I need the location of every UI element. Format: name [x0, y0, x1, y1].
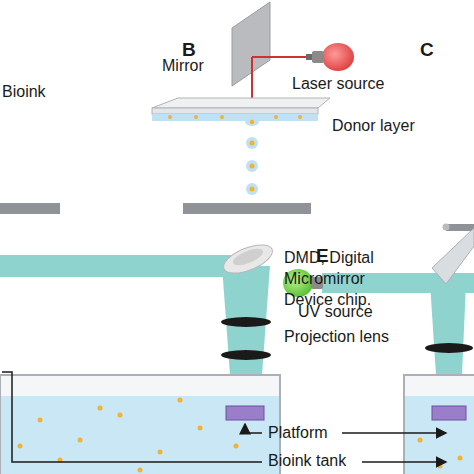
part-label: Donor layer [332, 116, 415, 137]
panel-letter: C [420, 38, 434, 63]
part-label: UV source [298, 302, 373, 323]
part-label: Projection lens [284, 327, 389, 348]
panel-letter: E [316, 244, 329, 269]
part-label: Bioink [2, 82, 46, 103]
part-label: Bioink tank [268, 451, 346, 472]
part-label: Laser source [292, 74, 385, 95]
part-label: DMD, Digital Micromirror Device chip. [284, 248, 402, 310]
part-label: Platform [268, 423, 328, 444]
part-label: Mirror [162, 56, 204, 77]
